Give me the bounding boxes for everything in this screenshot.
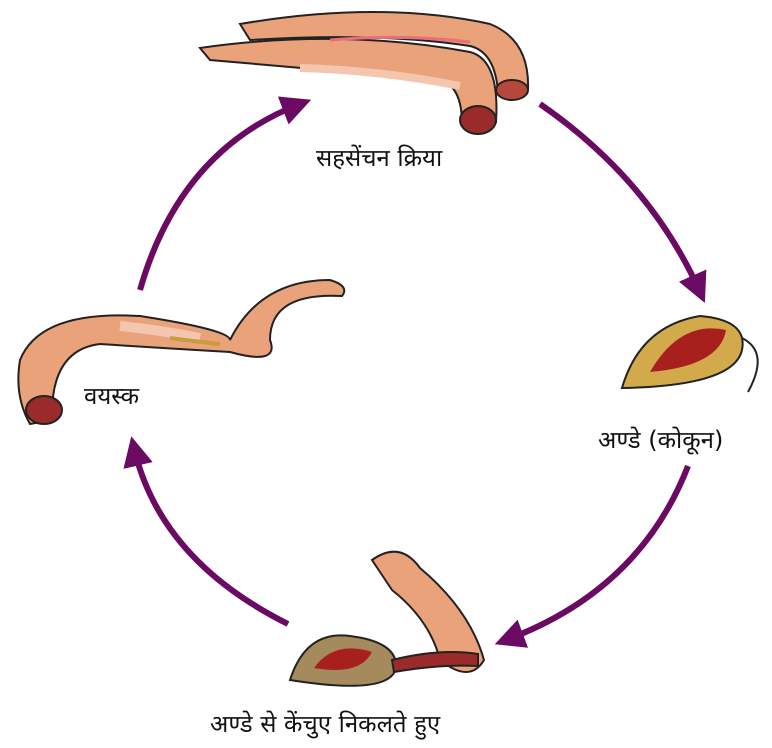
arrow-hatching-to-adult xyxy=(134,448,288,624)
stage-label-hatching: अण्डे से केंचुए निकलते हुए xyxy=(210,712,440,736)
cocoon-illustration xyxy=(622,316,758,392)
stage-label-mating: सहसेंचन क्रिया xyxy=(316,146,442,170)
hatching-illustration xyxy=(290,552,484,686)
mating-worms-illustration xyxy=(200,12,528,134)
stage-label-adult: वयस्क xyxy=(84,384,139,408)
stage-label-cocoon: अण्डे (कोकून) xyxy=(598,428,723,452)
arrow-cocoon-to-hatching xyxy=(506,466,688,640)
arrow-mating-to-cocoon xyxy=(540,104,700,292)
adult-worm-illustration xyxy=(18,280,344,424)
arrow-adult-to-mating xyxy=(140,104,300,290)
